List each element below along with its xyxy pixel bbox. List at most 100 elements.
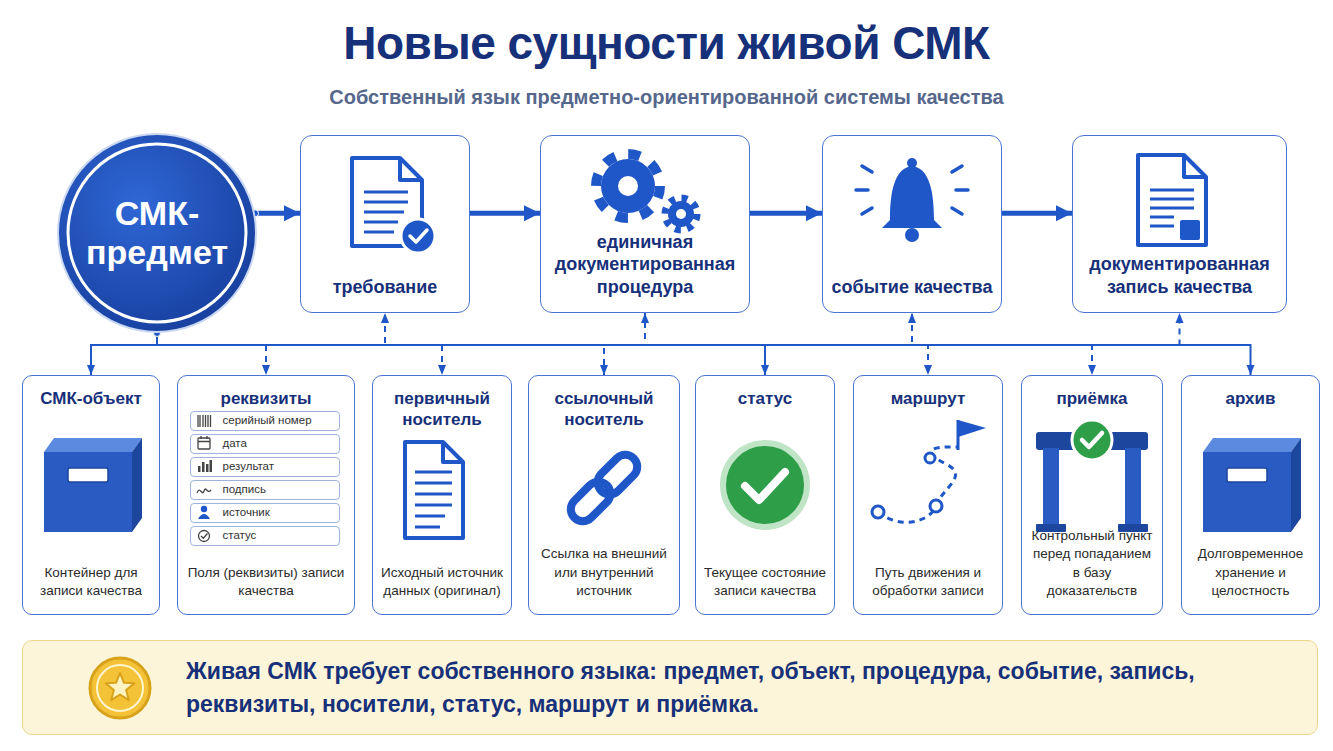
concept-label: требование bbox=[333, 276, 437, 299]
entity-card: архивДолговременное хранение и целостнос… bbox=[1181, 375, 1320, 615]
gears-icon bbox=[596, 154, 660, 218]
archive-box-icon bbox=[1203, 438, 1301, 452]
link-connector bbox=[157, 313, 912, 345]
acceptance-gate-icon bbox=[1118, 524, 1148, 532]
document-check-icon bbox=[352, 158, 422, 246]
field-label: подпись bbox=[223, 483, 266, 497]
field-icons bbox=[198, 514, 210, 519]
status-check-icon bbox=[745, 472, 785, 500]
entity-title: приёмка bbox=[1056, 388, 1127, 409]
acceptance-gate-icon bbox=[1036, 432, 1148, 450]
gears-icon bbox=[668, 201, 694, 227]
document-check-icon bbox=[401, 219, 435, 253]
circle-ring bbox=[68, 144, 246, 322]
entity-description: Исходный источник данных (оригинал) bbox=[379, 564, 505, 600]
gears-icon bbox=[618, 176, 638, 196]
concept-box: требование bbox=[300, 135, 470, 313]
entity-description: Путь движения и обработки записи bbox=[860, 564, 996, 600]
document-check-icon bbox=[352, 158, 435, 253]
star-badge-icon bbox=[90, 658, 150, 718]
acceptance-gate-icon bbox=[1036, 420, 1148, 532]
chain-link-icon bbox=[566, 477, 615, 526]
link-connector bbox=[91, 333, 157, 375]
field-label: дата bbox=[223, 437, 247, 451]
entity-card: СМК-объектКонтейнер для записи качества bbox=[22, 375, 160, 615]
route-icon bbox=[872, 420, 986, 522]
star-badge-icon bbox=[106, 673, 135, 700]
star-badge-icon bbox=[97, 665, 143, 711]
concept-box: документированная запись качества bbox=[1072, 135, 1287, 313]
field-icons bbox=[197, 489, 211, 493]
flow-arrow bbox=[470, 211, 540, 216]
field-icons bbox=[206, 464, 209, 472]
route-icon bbox=[878, 447, 958, 522]
link-connector bbox=[157, 333, 1092, 375]
link-connector bbox=[157, 333, 765, 375]
status-check-icon bbox=[723, 443, 807, 527]
field-icons bbox=[199, 531, 210, 542]
field-label: статус bbox=[223, 529, 257, 543]
field-icons bbox=[202, 462, 205, 472]
entity-card: реквизитыПоля (реквизиты) записи качеств… bbox=[177, 375, 355, 615]
entity-title: архив bbox=[1226, 388, 1276, 409]
concept-box: событие качества bbox=[822, 135, 1002, 313]
field-row: дата bbox=[190, 434, 340, 454]
entity-title: маршрут bbox=[891, 388, 966, 409]
field-label: результат bbox=[223, 460, 275, 474]
entity-card: первичный носительИсходный источник данн… bbox=[372, 375, 512, 615]
bell-icon bbox=[882, 166, 942, 228]
route-icon bbox=[958, 420, 986, 437]
acceptance-gate-icon bbox=[1082, 433, 1102, 447]
acceptance-gate-icon bbox=[1043, 448, 1059, 526]
bell-icon bbox=[905, 228, 919, 242]
field-label: серийный номер bbox=[223, 414, 312, 428]
document-check-icon bbox=[400, 158, 422, 180]
entity-title: ссылочный носитель bbox=[535, 388, 673, 431]
route-icon bbox=[872, 506, 884, 518]
route-icon bbox=[930, 500, 942, 512]
route-icon bbox=[957, 420, 960, 450]
paper-document-icon bbox=[415, 472, 452, 527]
link-connector bbox=[157, 333, 266, 375]
field-row: серийный номер bbox=[190, 411, 340, 431]
chain-link-icon bbox=[566, 450, 642, 526]
container-box-icon bbox=[44, 452, 132, 532]
summary-banner: Живая СМК требует собственного языка: пр… bbox=[22, 640, 1318, 735]
bell-icon bbox=[856, 166, 968, 214]
archive-box-icon bbox=[1227, 468, 1267, 482]
entity-card: статусТекущее состояние записи качества bbox=[695, 375, 835, 615]
entity-title: реквизиты bbox=[221, 388, 312, 409]
entity-description: Ссылка на внешний или внутренний источни… bbox=[535, 545, 673, 600]
entity-title: статус bbox=[738, 388, 792, 409]
link-connector bbox=[157, 313, 1180, 345]
flow-arrow bbox=[255, 211, 300, 216]
link-connector bbox=[157, 313, 645, 345]
link-connector bbox=[157, 333, 928, 375]
gears-icon bbox=[596, 154, 697, 230]
acceptance-gate-icon bbox=[1072, 420, 1112, 460]
acceptance-gate-icon bbox=[1125, 448, 1141, 526]
acceptance-gate-icon bbox=[1036, 524, 1066, 532]
entity-title: СМК-объект bbox=[40, 388, 142, 409]
gears-icon bbox=[665, 198, 697, 230]
field-icons bbox=[198, 438, 210, 449]
entity-description: Контейнер для записи качества bbox=[29, 564, 153, 600]
link-connector bbox=[157, 333, 604, 375]
flow-arrow bbox=[1002, 211, 1072, 216]
subject-label: СМК- предмет bbox=[82, 194, 232, 272]
concept-label: единичная документированная процедура bbox=[545, 231, 745, 299]
container-box-icon bbox=[44, 438, 142, 532]
field-row: результат bbox=[190, 457, 340, 477]
entity-description: Долговременное хранение и целостность bbox=[1188, 545, 1313, 600]
entity-card: ссылочный носительСсылка на внешний или … bbox=[528, 375, 680, 615]
field-icons bbox=[201, 534, 208, 539]
concept-label: документированная запись качества bbox=[1077, 253, 1282, 298]
archive-box-icon bbox=[1203, 452, 1291, 532]
document-record-icon bbox=[1184, 155, 1206, 177]
container-box-icon bbox=[68, 468, 108, 482]
link-connector bbox=[157, 333, 442, 375]
flow-arrow bbox=[750, 211, 822, 216]
bell-icon bbox=[907, 158, 917, 168]
field-icons bbox=[201, 506, 207, 512]
entity-description: Текущее состояние записи качества bbox=[702, 564, 828, 600]
